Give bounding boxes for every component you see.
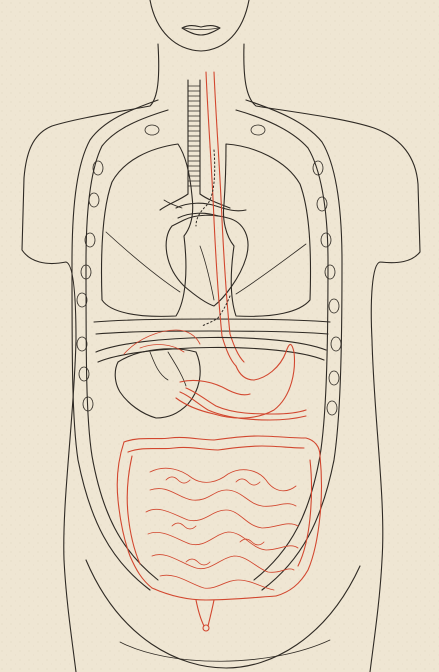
anatomical-illustration — [0, 0, 439, 672]
paper-texture — [0, 0, 439, 672]
